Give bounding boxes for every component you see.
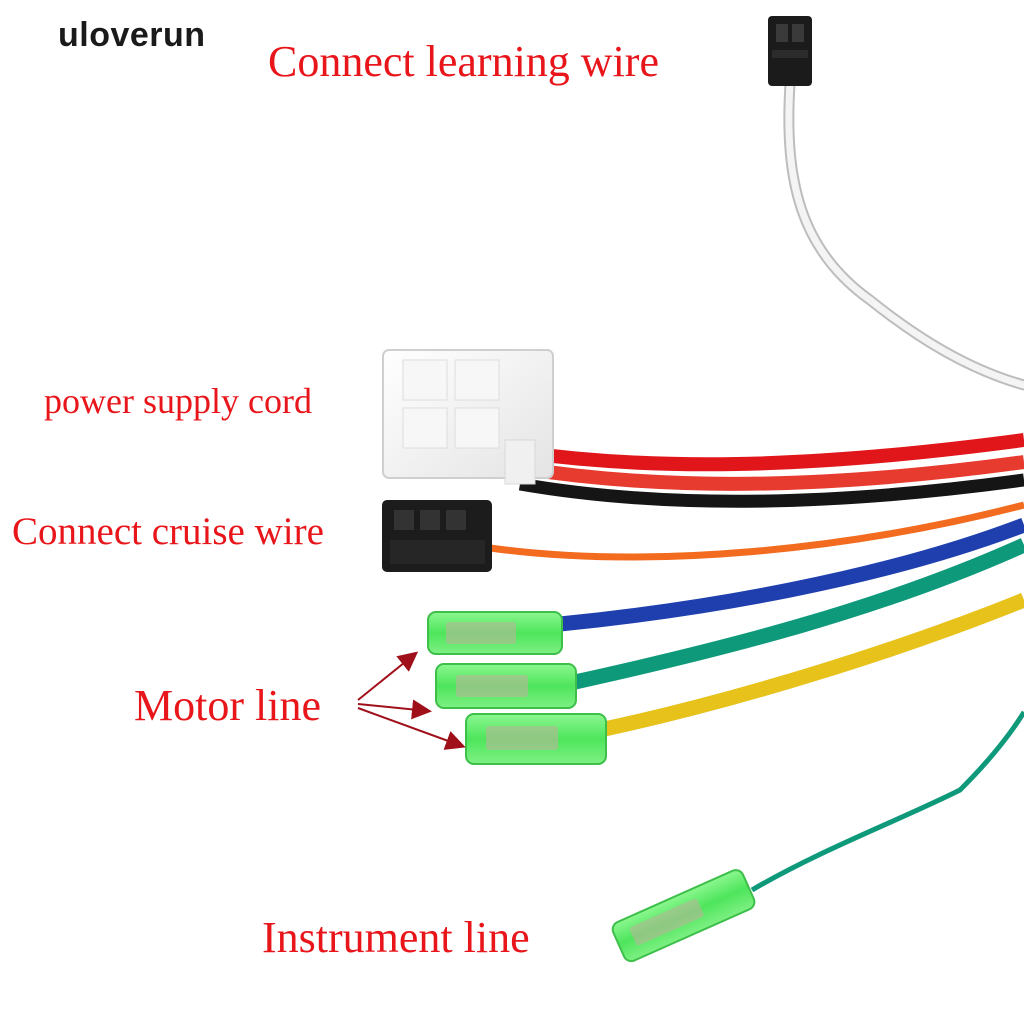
motor-line-label: Motor line: [134, 681, 321, 730]
instrument-line-label: Instrument line: [262, 913, 530, 962]
cruise-wire: [489, 501, 1024, 561]
cruise-wire-label: Connect cruise wire: [12, 510, 324, 553]
motor-wires: [559, 517, 1024, 738]
instrument-terminal-icon: [611, 869, 756, 963]
learning-wire-label: Connect learning wire: [268, 37, 659, 86]
power-connector-icon: [382, 349, 554, 485]
power-supply-label: power supply cord: [44, 381, 312, 421]
motor-terminal-icon: [427, 611, 607, 765]
cruise-connector-icon: [382, 500, 492, 572]
learning-wire: [783, 78, 1024, 391]
instrument-wire: [750, 710, 1024, 893]
motor-arrow-icon: [357, 651, 466, 750]
watermark-logo: uloverun: [58, 16, 206, 54]
learning-connector-icon: [768, 16, 812, 86]
power-supply-wires: [518, 433, 1024, 508]
